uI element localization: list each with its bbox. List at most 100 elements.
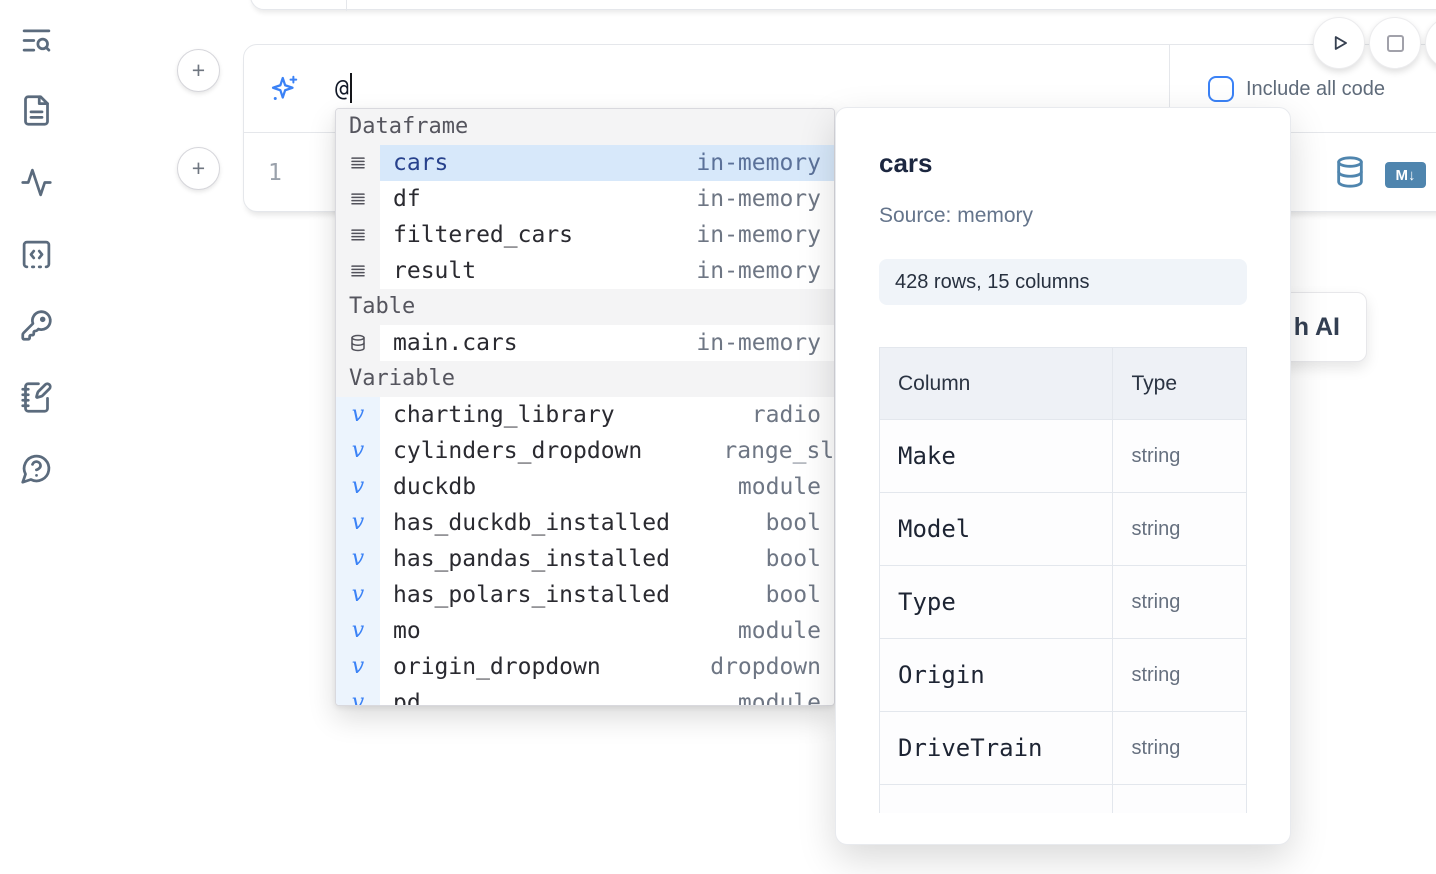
- autocomplete-item[interactable]: v pd module: [336, 685, 834, 706]
- preview-shape-badge: 428 rows, 15 columns: [879, 259, 1247, 305]
- rows-icon: [351, 265, 365, 277]
- autocomplete-item-name: has_polars_installed: [393, 582, 670, 608]
- run-cell-button[interactable]: [1313, 17, 1365, 69]
- autocomplete-item[interactable]: result in-memory: [336, 253, 834, 289]
- key-icon: [21, 310, 52, 341]
- convert-to-markdown-button[interactable]: M↓: [1385, 162, 1426, 188]
- table-row: [879, 784, 1247, 813]
- variable-icon: v: [351, 402, 365, 427]
- autocomplete-section-header: Table: [336, 289, 834, 325]
- column-type-cell: string: [1112, 492, 1247, 566]
- sidebar-item-help[interactable]: [20, 452, 53, 485]
- autocomplete-item-icon-cell: v: [336, 469, 380, 505]
- autocomplete-item-type: radio: [751, 402, 821, 428]
- sidebar-item-scratchpad[interactable]: [20, 381, 53, 414]
- sidebar-item-code-snippet[interactable]: [20, 238, 53, 271]
- prompt-value: @: [335, 45, 352, 133]
- dataframe-preview-panel: cars Source: memory 428 rows, 15 columns…: [835, 107, 1291, 845]
- sidebar-item-toc-search[interactable]: [20, 24, 53, 57]
- rows-icon: [351, 193, 365, 205]
- autocomplete-item-name: cars: [393, 150, 449, 176]
- column-name-cell: [879, 784, 1114, 813]
- sidebar-item-file[interactable]: [20, 94, 53, 127]
- database-icon: [1337, 156, 1363, 188]
- add-cell-below-button[interactable]: +: [177, 147, 220, 190]
- column-type-cell: string: [1112, 419, 1247, 493]
- column-name-cell: Type: [879, 565, 1114, 639]
- prompt-divider: [1169, 45, 1170, 133]
- variable-icon: v: [351, 618, 365, 643]
- autocomplete-item-name: has_pandas_installed: [393, 546, 670, 572]
- code-snippet-icon: [22, 240, 51, 269]
- previous-cell-bottom: [250, 0, 1436, 11]
- column-type-cell: string: [1112, 638, 1247, 712]
- text-caret: [349, 72, 352, 103]
- column-name-cell: Origin: [879, 638, 1114, 712]
- add-cell-above-button[interactable]: +: [177, 49, 220, 92]
- autocomplete-item-name: charting_library: [393, 402, 615, 428]
- autocomplete-item-type: module: [737, 474, 821, 500]
- autocomplete-item-name: duckdb: [393, 474, 477, 500]
- autocomplete-item-icon-cell: v: [336, 685, 380, 706]
- autocomplete-item-icon-cell: [336, 145, 380, 181]
- preview-source: Source: memory: [879, 204, 1034, 227]
- autocomplete-item-type: module: [737, 690, 821, 706]
- sidebar-item-activity[interactable]: [20, 166, 53, 199]
- play-icon: [1334, 36, 1347, 50]
- autocomplete-item-icon-cell: v: [336, 577, 380, 613]
- autocomplete-item-type: in-memory: [696, 330, 821, 356]
- autocomplete-item-name: mo: [393, 618, 421, 644]
- autocomplete-item-type: in-memory: [696, 258, 821, 284]
- database-icon: [351, 334, 365, 352]
- autocomplete-item-icon-cell: [336, 253, 380, 289]
- help-icon: [21, 454, 51, 484]
- scratchpad-icon: [21, 382, 52, 413]
- include-all-code-checkbox[interactable]: [1208, 76, 1234, 102]
- sparkles-icon: [271, 75, 298, 100]
- include-all-code-control: Include all code: [1170, 45, 1436, 133]
- code-editor[interactable]: 1 M↓: [244, 134, 1436, 212]
- autocomplete-item-name: has_duckdb_installed: [393, 510, 670, 536]
- column-name-cell: DriveTrain: [879, 711, 1114, 785]
- autocomplete-item-type: in-memory: [696, 150, 821, 176]
- datasource-button[interactable]: [1333, 155, 1367, 191]
- autocomplete-item[interactable]: v has_duckdb_installed bool: [336, 505, 834, 541]
- autocomplete-item-name: pd: [393, 690, 421, 706]
- variable-icon: v: [351, 690, 365, 706]
- autocomplete-item-name: cylinders_dropdown: [393, 438, 643, 464]
- autocomplete-item[interactable]: cars in-memory: [336, 145, 834, 181]
- sidebar-item-key[interactable]: [20, 309, 53, 342]
- autocomplete-item-icon-cell: v: [336, 505, 380, 541]
- autocomplete-item-icon-cell: v: [336, 541, 380, 577]
- column-name-cell: Model: [879, 492, 1114, 566]
- stop-button[interactable]: [1369, 17, 1421, 69]
- autocomplete-item[interactable]: v charting_library radio: [336, 397, 834, 433]
- autocomplete-item-name: result: [393, 258, 477, 284]
- column-type-cell: [1112, 784, 1247, 813]
- autocomplete-item-type: bool: [765, 510, 821, 536]
- autocomplete-section-header: Variable: [336, 361, 834, 397]
- autocomplete-item-icon-cell: v: [336, 649, 380, 685]
- preview-table-header: Column: [879, 347, 1114, 420]
- autocomplete-item-type: dropdown: [710, 654, 821, 680]
- rows-icon: [351, 157, 365, 169]
- include-all-code-label[interactable]: Include all code: [1246, 77, 1385, 100]
- column-name-cell: Make: [879, 419, 1114, 493]
- variable-icon: v: [351, 582, 365, 607]
